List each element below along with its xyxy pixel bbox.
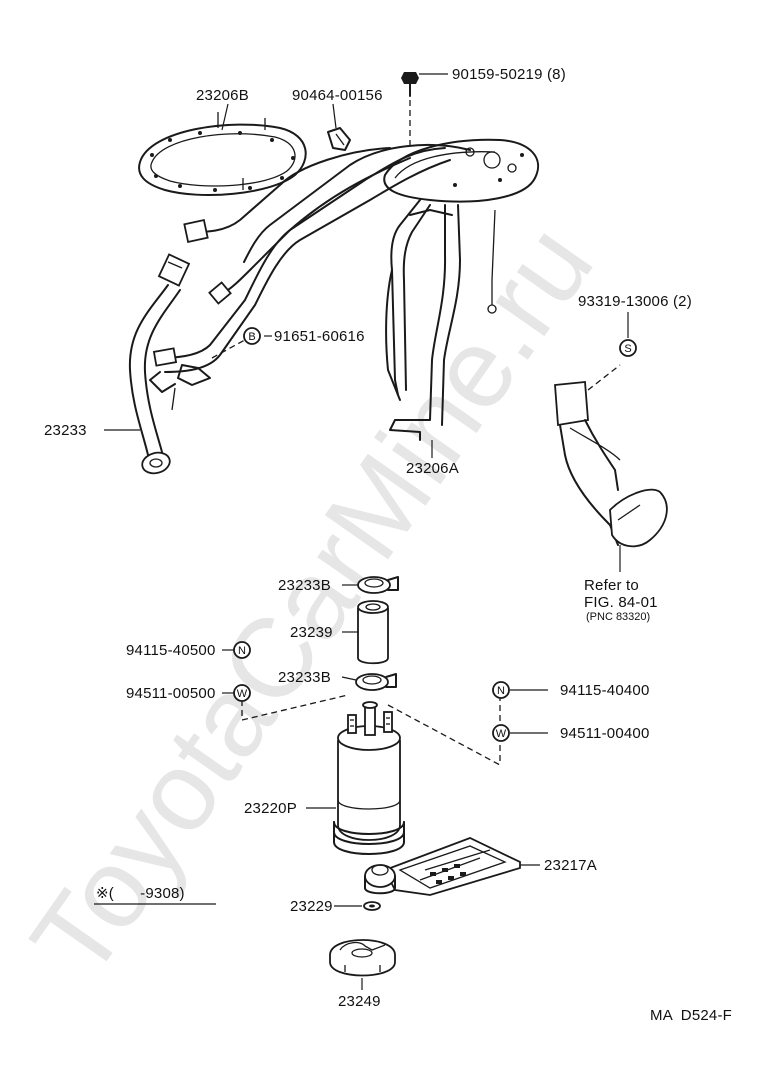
label-23233b-bottom[interactable]: 23233B bbox=[278, 669, 331, 686]
fuel-pump-bracket-23206a bbox=[149, 138, 540, 441]
svg-text:B: B bbox=[248, 331, 255, 343]
svg-text:N: N bbox=[497, 685, 505, 697]
screw-90159-50219 bbox=[401, 72, 419, 148]
label-91651-60616[interactable]: 91651-60616 bbox=[274, 328, 365, 345]
watermark: ToyotaCarMine.ru bbox=[7, 203, 616, 999]
label-23229[interactable]: 23229 bbox=[290, 898, 333, 915]
label-23233b-top[interactable]: 23233B bbox=[278, 577, 331, 594]
label-23217a[interactable]: 23217A bbox=[544, 857, 597, 874]
label-23233[interactable]: 23233 bbox=[44, 422, 87, 439]
svg-text:N: N bbox=[238, 645, 246, 657]
filter-23217a bbox=[364, 837, 521, 896]
refer-line-1: Refer to bbox=[584, 577, 639, 594]
label-94115-40500[interactable]: 94115-40500 bbox=[126, 642, 216, 659]
cushion-23229 bbox=[363, 901, 381, 911]
marker-s: S bbox=[619, 339, 637, 357]
label-90464-00156[interactable]: 90464-00156 bbox=[292, 87, 383, 104]
label-23249[interactable]: 23249 bbox=[338, 993, 381, 1010]
figure-code: MA D524-F bbox=[650, 1007, 732, 1024]
label-23206b[interactable]: 23206B bbox=[196, 87, 249, 104]
svg-text:W: W bbox=[237, 688, 248, 700]
label-94511-00400[interactable]: 94511-00400 bbox=[560, 725, 650, 742]
marker-b: B bbox=[243, 327, 261, 345]
clamp-23233b-bottom bbox=[355, 673, 397, 691]
cushion-23249 bbox=[329, 939, 396, 977]
marker-w-left: W bbox=[233, 684, 251, 702]
marker-w-right: W bbox=[492, 724, 510, 742]
label-23239[interactable]: 23239 bbox=[290, 624, 333, 641]
svg-text:S: S bbox=[624, 343, 631, 355]
marker-n-right: N bbox=[492, 681, 510, 699]
label-94511-00500[interactable]: 94511-00500 bbox=[126, 685, 216, 702]
marker-n-left: N bbox=[233, 641, 251, 659]
clip-90464-00156 bbox=[327, 127, 351, 151]
fuel-pump-23220p bbox=[333, 701, 405, 855]
svg-text:W: W bbox=[496, 728, 507, 740]
fuel-sender-gauge bbox=[554, 364, 668, 548]
note-range: ※( -9308) bbox=[96, 885, 185, 902]
label-94115-40400[interactable]: 94115-40400 bbox=[560, 682, 650, 699]
label-23206a[interactable]: 23206A bbox=[406, 460, 459, 477]
refer-line-3: (PNC 83320) bbox=[586, 611, 650, 623]
label-93319-13006[interactable]: 93319-13006 (2) bbox=[578, 293, 692, 310]
hose-23239 bbox=[357, 600, 389, 665]
fuel-hose-23233 bbox=[128, 253, 191, 475]
label-90159-50219[interactable]: 90159-50219 (8) bbox=[452, 66, 566, 83]
refer-line-2[interactable]: FIG. 84-01 bbox=[584, 594, 658, 611]
gasket-23206b bbox=[138, 112, 307, 196]
label-23220p[interactable]: 23220P bbox=[244, 800, 297, 817]
